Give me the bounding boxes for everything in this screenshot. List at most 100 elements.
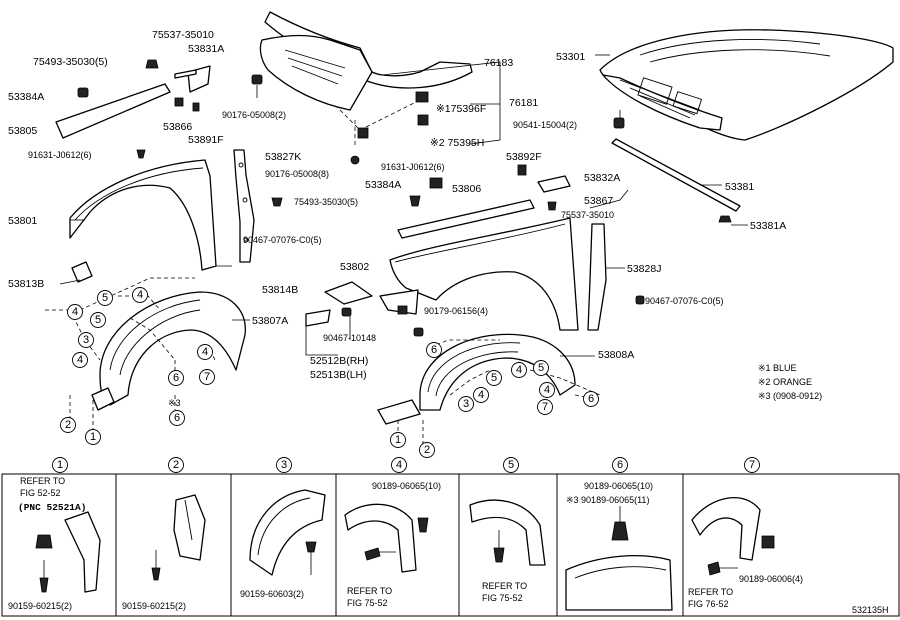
label-53806: 53806 [452, 183, 481, 195]
svg-text:5: 5 [538, 362, 544, 374]
hood-insulator-icon [251, 74, 263, 98]
label-75493-35030-mid: 75493-35030(5) [294, 197, 358, 207]
fender-liner-bracket-left [233, 149, 255, 263]
label-90467-07076-right: 90467-07076-C0(5) [645, 296, 724, 306]
label-75537-35010: 75537-35010 [152, 29, 214, 41]
svg-text:2: 2 [65, 419, 71, 431]
label-53802: 53802 [340, 261, 369, 273]
svg-text:4: 4 [137, 289, 143, 301]
callout-6: 6 [169, 410, 185, 426]
leader-lines [45, 54, 629, 446]
svg-text:4: 4 [478, 389, 484, 401]
callout-7: 7 [199, 369, 215, 385]
label-53807A: 53807A [252, 315, 288, 327]
part-90159-60215-b: 90159-60215(2) [122, 601, 186, 611]
callout-2: 2 [419, 442, 435, 458]
label-52512B: 52512B(RH) [310, 355, 368, 367]
callout-5: 5 [533, 360, 549, 376]
callout-4: 4 [539, 382, 555, 398]
clip-53381A-icon [718, 215, 748, 226]
svg-text:7: 7 [542, 401, 548, 413]
callout-5: 5 [90, 312, 106, 328]
hood-seal-strip [611, 138, 741, 212]
fender-liner-53807A [91, 291, 246, 411]
label-90176-05008: 90176-05008(2) [222, 110, 286, 120]
detail-panel-5: 5 REFER TO FIG 75-52 [469, 457, 546, 603]
label-53813B: 53813B [8, 278, 44, 290]
label-52513B: 52513B(LH) [310, 369, 367, 381]
legend-orange: ※2 ORANGE [758, 377, 812, 387]
callout-1: 1 [85, 429, 101, 445]
part-90189-06065: 90189-06065(10) [372, 481, 441, 491]
callout-4: 4 [197, 344, 213, 360]
refer-line-1: REFER TO [20, 476, 65, 486]
label-53866: 53866 [163, 121, 192, 133]
detail-panels [1, 473, 900, 617]
svg-text:6: 6 [174, 412, 180, 424]
label-53891F: 53891F [188, 134, 224, 146]
fender-liner-53808A [377, 333, 576, 425]
label-175396F: ※175396F [436, 103, 486, 115]
label-53828J: 53828J [627, 263, 661, 275]
callout-5: 5 [97, 290, 113, 306]
part-90189-06006: 90189-06006(4) [739, 574, 803, 584]
label-53381: 53381 [725, 181, 754, 193]
hood-scoop-molding [259, 11, 473, 148]
refer-75-52-b-line2: FIG 75-52 [482, 593, 523, 603]
refer-75-52-line1: REFER TO [347, 586, 392, 596]
label-75537-35010-mid: 75537-35010 [561, 210, 614, 220]
svg-text:5: 5 [95, 314, 101, 326]
svg-text:3: 3 [281, 459, 287, 471]
svg-text:4: 4 [544, 384, 550, 396]
detail-panel-4: 4 90189-06065(10) REFER TO FIG 75-52 [344, 457, 441, 608]
grommet-icon [350, 91, 429, 165]
svg-text:4: 4 [516, 364, 522, 376]
callout-4: 4 [67, 304, 83, 320]
seal-53806 [397, 199, 535, 239]
refer-76-52-line1: REFER TO [688, 587, 733, 597]
label-76183: 76183 [484, 57, 513, 69]
label-90176-05008-8: 90176-05008(8) [265, 169, 329, 179]
part-90189-06065-10: 90189-06065(10) [584, 481, 653, 491]
svg-text:7: 7 [749, 459, 755, 471]
pnc-note: (PNC 52521A) [18, 502, 86, 513]
svg-text:6: 6 [431, 344, 437, 356]
refer-75-52-b-line1: REFER TO [482, 581, 527, 591]
svg-text:4: 4 [77, 354, 83, 366]
label-76181: 76181 [509, 97, 538, 109]
svg-text:6: 6 [617, 459, 623, 471]
callout-1: 1 [390, 432, 406, 448]
label-53832A: 53832A [584, 172, 620, 184]
detail-panel-3: 3 90159-60603(2) [240, 457, 326, 599]
label-75395H: ※2 75395H [430, 137, 484, 149]
fender-right [389, 217, 579, 331]
part-90159-60215: 90159-60215(2) [8, 601, 72, 611]
label-53384A-mid: 53384A [365, 179, 401, 191]
callout-4: 4 [473, 387, 489, 403]
refer-75-52-line2: FIG 75-52 [347, 598, 388, 608]
svg-text:7: 7 [204, 371, 210, 383]
label-53831A: 53831A [188, 43, 224, 55]
label-53384A: 53384A [8, 91, 44, 103]
fender-liner-bracket-right [587, 223, 607, 331]
callout-5: 5 [486, 370, 502, 386]
legend-blue: ※1 BLUE [758, 363, 797, 373]
callout-3: 3 [458, 396, 474, 412]
label-90179-06156: 90179-06156(4) [424, 306, 488, 316]
callout-3: 3 [78, 332, 94, 348]
svg-text:2: 2 [173, 459, 179, 471]
callout-4: 4 [132, 287, 148, 303]
detail-panel-6: 6 90189-06065(10) ※3 90189-06065(11) [565, 457, 673, 611]
svg-text:4: 4 [396, 459, 402, 471]
label-53827K: 53827K [265, 151, 301, 163]
clip-icon [77, 59, 283, 207]
svg-text:4: 4 [202, 346, 208, 358]
svg-text:6: 6 [173, 372, 179, 384]
label-90467-10148: 90467-10148 [323, 333, 376, 343]
part-90159-60603: 90159-60603(2) [240, 589, 304, 599]
part-90189-06065-11: ※3 90189-06065(11) [566, 495, 649, 505]
fender-left [69, 159, 217, 271]
clip-right-icon [409, 164, 645, 305]
refer-line-2: FIG 52-52 [20, 488, 61, 498]
